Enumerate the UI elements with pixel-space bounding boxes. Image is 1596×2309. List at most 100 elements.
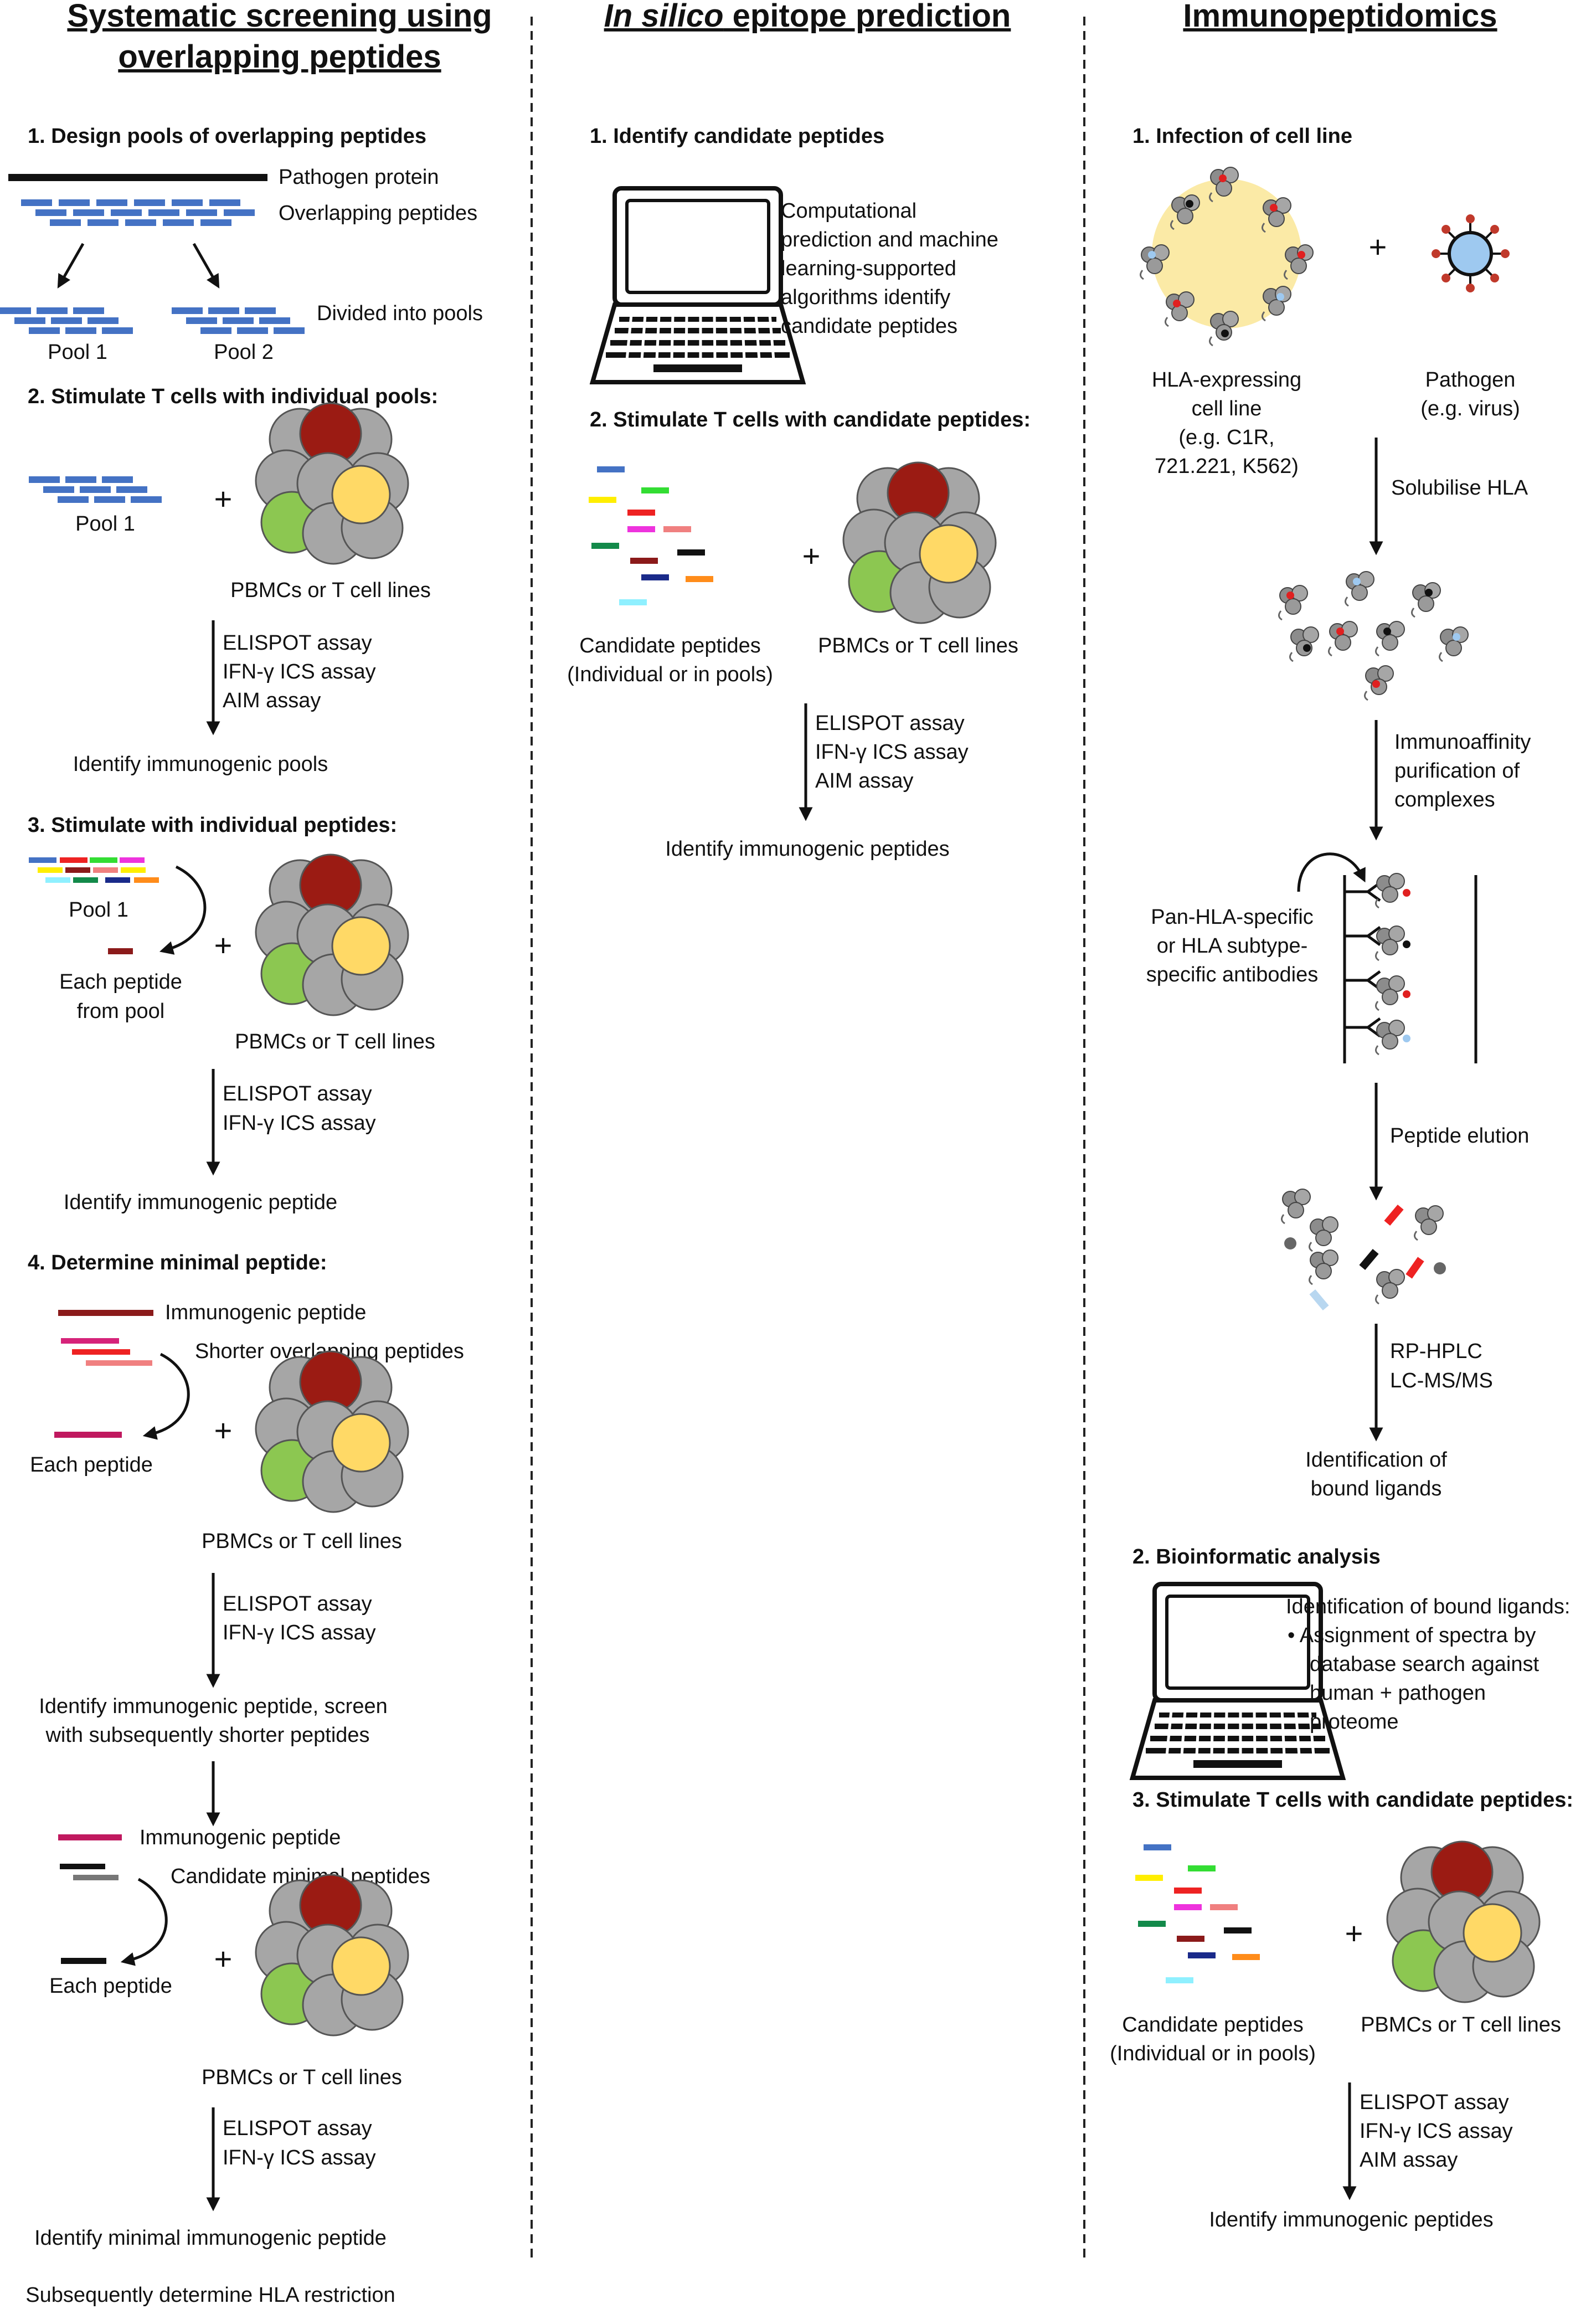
pool2-peptides [172,307,305,334]
bioinfo-l4: human + pathogen [1310,1681,1486,1705]
step4-immunogenic-peptide-bar [58,1310,153,1316]
col3-assay-ics: IFN-γ ICS assay [1360,2120,1513,2143]
step2-assay-aim: AIM assay [223,689,321,712]
step4-immunogenic-peptide-label: Immunogenic peptide [165,1301,366,1324]
step3-curved-arrow [159,865,207,955]
col2-title-rest: epitope prediction [724,0,1011,34]
lcms-label: LC-MS/MS [1390,1369,1493,1392]
elution-label: Peptide elution [1390,1124,1529,1148]
identify-immunogenic-pools: Identify immunogenic pools [73,753,328,776]
split-arrow-right [192,243,220,289]
step3-colored-pool [29,857,159,883]
solubilised-hla-complexes [1278,570,1469,701]
pool1-label: Pool 1 [48,341,107,364]
col1-step1-heading: 1. Design pools of overlapping peptides [28,125,426,148]
step5-immunogenic-peptide-label: Immunogenic peptide [140,1826,341,1849]
pathogen-label-l2: (e.g. virus) [1420,397,1520,420]
antibody-label-l2: or HLA subtype- [1157,934,1307,958]
antibody-column [1343,875,1477,1063]
overlapping-peptides-label: Overlapping peptides [279,202,477,225]
col2-assay-ics: IFN-γ ICS assay [815,740,969,764]
step2-plus: + [214,481,233,516]
hla-cell-label-l1: HLA-expressing [1152,368,1301,392]
col1-step4-heading: 4. Determine minimal peptide: [28,1251,327,1274]
step4-pbmc-label: PBMCs or T cell lines [202,1530,402,1553]
col3-assay-elispot: ELISPOT assay [1360,2091,1509,2114]
col1-title-line2: overlapping peptides [118,39,441,75]
step3-assay-elispot: ELISPOT assay [223,1082,372,1105]
col2-pbmc-label: PBMCs or T cell lines [818,634,1018,657]
step4-shorter-peptides [61,1338,152,1366]
identification-ligands-l1: Identification of [1305,1448,1447,1472]
col2-assay-elispot: ELISPOT assay [815,712,965,735]
col2-computation-l3: learning-supported [781,257,956,280]
bioinfo-l5: proteome [1310,1710,1399,1734]
immunoaffinity-l2: purification of [1394,759,1520,783]
col2-title: In silico epitope prediction [604,0,1011,34]
step2-pbmc-label: PBMCs or T cell lines [230,579,431,602]
col2-candidate-label-l1: Candidate peptides [579,634,760,657]
pathogen-virus-icon [1432,214,1510,292]
col3-plus: + [1369,229,1387,264]
pool2-label: Pool 2 [214,341,274,364]
step4-plus: + [214,1413,233,1448]
overlapping-peptides-array [21,199,255,226]
immunoaffinity-l1: Immunoaffinity [1394,731,1531,754]
col3-step1-heading: 1. Infection of cell line [1132,125,1352,148]
col2-step2-heading: 2. Stimulate T cells with candidate pept… [590,408,1031,431]
bound-hla-complexes [1374,872,1410,1056]
step4-curved-arrow [142,1353,190,1440]
step3-pool1-label: Pool 1 [69,898,128,922]
step5-assay-ics: IFN-γ ICS assay [223,2146,376,2169]
col1-step3-heading: 3. Stimulate with individual peptides: [28,814,397,837]
rphplc-label: RP-HPLC [1390,1340,1482,1363]
col3-step3-heading: 3. Stimulate T cells with candidate pept… [1132,1788,1573,1812]
identify-screen-l2: with subsequently shorter peptides [45,1724,369,1747]
col3-candidate-peptide-mix [1135,1844,1260,1983]
step3-assay-ics: IFN-γ ICS assay [223,1112,376,1135]
step3-each-peptide-l2: from pool [77,1000,164,1023]
step3-single-peptide [108,948,133,954]
step3-each-peptide-l1: Each peptide [59,970,182,994]
col2-computer-icon [593,188,803,382]
col1-step2-heading: 2. Stimulate T cells with individual poo… [28,385,438,408]
step5-immunogenic-peptide-bar [58,1834,122,1840]
hla-cell-label-l2: cell line [1192,397,1262,420]
antibody-label-l3: specific antibodies [1146,963,1319,986]
identify-immunogenic-peptide: Identify immunogenic peptide [64,1191,337,1214]
col2-step1-heading: 1. Identify candidate peptides [590,125,884,148]
step4-pbmc-cluster [255,1350,409,1513]
col3-title: Immunopeptidomics [1183,0,1497,34]
immunoaffinity-l3: complexes [1394,788,1495,811]
split-arrow-left [57,243,85,289]
step5-each-peptide-label: Each peptide [49,1974,172,1998]
step2-assay-ics: IFN-γ ICS assay [223,660,376,683]
step5-pbmc-label: PBMCs or T cell lines [202,2066,402,2089]
step2-pool1-label: Pool 1 [75,512,135,536]
bioinfo-l3: database search against [1310,1653,1540,1676]
identify-screen-l1: Identify immunogenic peptide, screen [39,1695,387,1718]
step5-pbmc-cluster [255,1874,409,2037]
identify-minimal-peptide: Identify minimal immunogenic peptide [34,2226,387,2250]
col2-candidate-peptide-mix [589,466,713,605]
col2-pbmc-cluster [842,461,997,624]
step3-plus: + [214,928,233,963]
col3-candidate-label-l1: Candidate peptides [1122,2013,1303,2037]
col3-assay-aim: AIM assay [1360,2148,1458,2172]
col1-title-line1: Systematic screening using [67,0,492,34]
col3-pbmc-cluster [1386,1840,1541,2003]
step4-each-peptide-bar [54,1432,122,1438]
pathogen-label-l1: Pathogen [1425,368,1516,392]
hla-cell-label-l4: 721.221, K562) [1155,455,1299,478]
step3-pbmc-cluster [255,853,409,1016]
col3-candidate-label-l2: (Individual or in pools) [1110,2042,1316,2065]
step5-assay-elispot: ELISPOT assay [223,2117,372,2140]
eluted-peptides [1280,1188,1446,1311]
pool1-peptides [0,307,133,334]
col3-step2-heading: 2. Bioinformatic analysis [1132,1545,1381,1569]
col3-step3-plus: + [1345,1916,1363,1951]
step4-each-peptide-label: Each peptide [30,1453,153,1477]
divided-into-pools-label: Divided into pools [317,302,483,325]
step4-assay-elispot: ELISPOT assay [223,1592,372,1616]
